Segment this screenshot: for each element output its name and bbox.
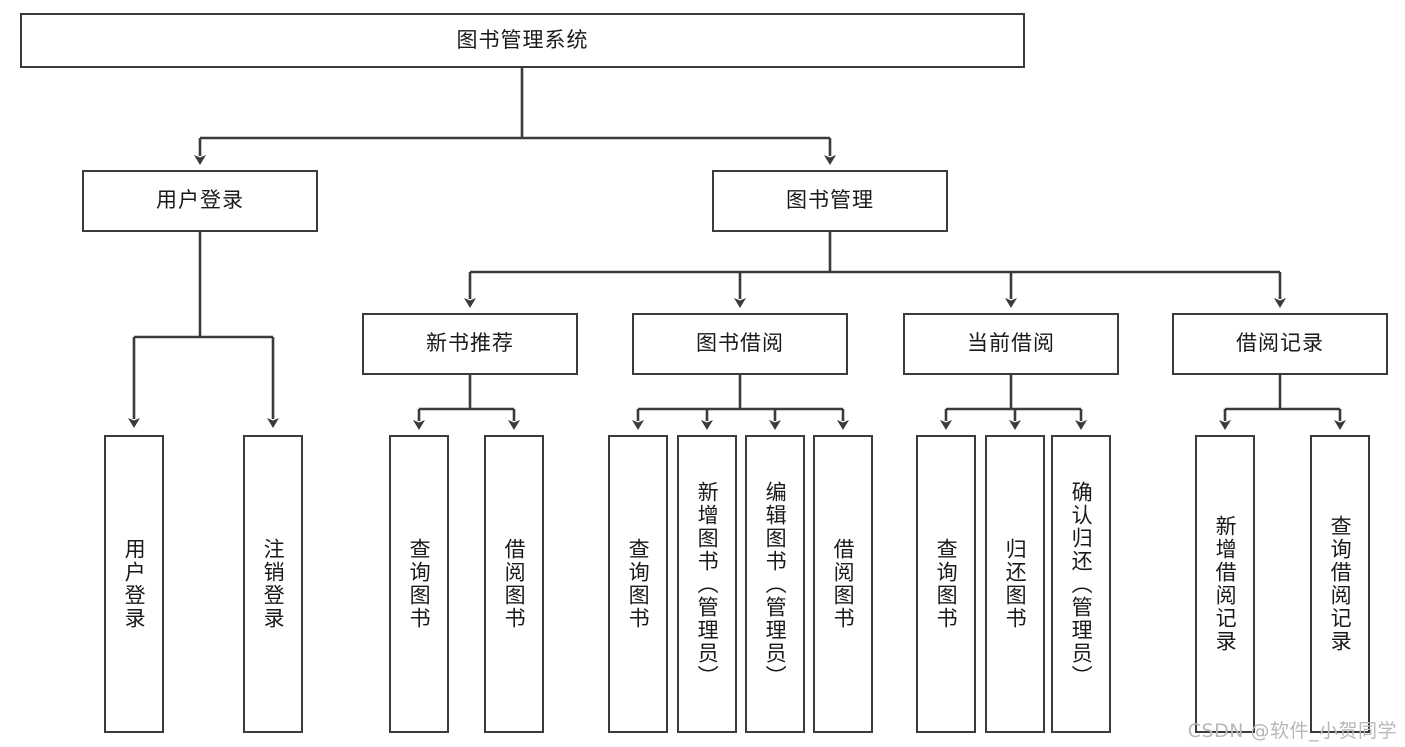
leaf-label: 查询借阅记录	[1328, 515, 1353, 653]
node-book-borrow[interactable]: 图书借阅	[632, 313, 848, 375]
leaf-label: 确认归还（管理员）	[1069, 480, 1094, 688]
node-current-borrow[interactable]: 当前借阅	[903, 313, 1119, 375]
leaf-node[interactable]: 新增借阅记录	[1195, 435, 1255, 733]
leaf-label: 注销登录	[261, 538, 286, 630]
leaf-node[interactable]: 查询借阅记录	[1310, 435, 1370, 733]
leaf-node[interactable]: 编辑图书（管理员）	[745, 435, 805, 733]
node-root-system[interactable]: 图书管理系统	[20, 13, 1025, 68]
node-new-book-recommend[interactable]: 新书推荐	[362, 313, 578, 375]
leaf-label: 查询图书	[407, 538, 432, 630]
leaf-label: 查询图书	[934, 538, 959, 630]
node-book-management[interactable]: 图书管理	[712, 170, 948, 232]
leaf-node[interactable]: 借阅图书	[813, 435, 873, 733]
leaf-label: 借阅图书	[502, 538, 527, 630]
leaf-node[interactable]: 确认归还（管理员）	[1051, 435, 1111, 733]
leaf-node[interactable]: 归还图书	[985, 435, 1045, 733]
leaf-node[interactable]: 查询图书	[608, 435, 668, 733]
leaf-label: 新增借阅记录	[1213, 515, 1238, 653]
leaf-label: 新增图书（管理员）	[695, 480, 720, 688]
node-user-login[interactable]: 用户登录	[82, 170, 318, 232]
leaf-node[interactable]: 借阅图书	[484, 435, 544, 733]
leaf-label: 归还图书	[1003, 538, 1028, 630]
leaf-node[interactable]: 注销登录	[243, 435, 303, 733]
leaf-label: 编辑图书（管理员）	[763, 480, 788, 688]
leaf-node[interactable]: 新增图书（管理员）	[677, 435, 737, 733]
csdn-watermark: CSDN @软件_小贺同学	[1187, 720, 1397, 742]
leaf-node[interactable]: 查询图书	[389, 435, 449, 733]
leaf-label: 用户登录	[122, 538, 147, 630]
leaf-label: 借阅图书	[831, 538, 856, 630]
leaf-label: 查询图书	[626, 538, 651, 630]
node-borrow-record[interactable]: 借阅记录	[1172, 313, 1388, 375]
leaf-node[interactable]: 查询图书	[916, 435, 976, 733]
leaf-node[interactable]: 用户登录	[104, 435, 164, 733]
